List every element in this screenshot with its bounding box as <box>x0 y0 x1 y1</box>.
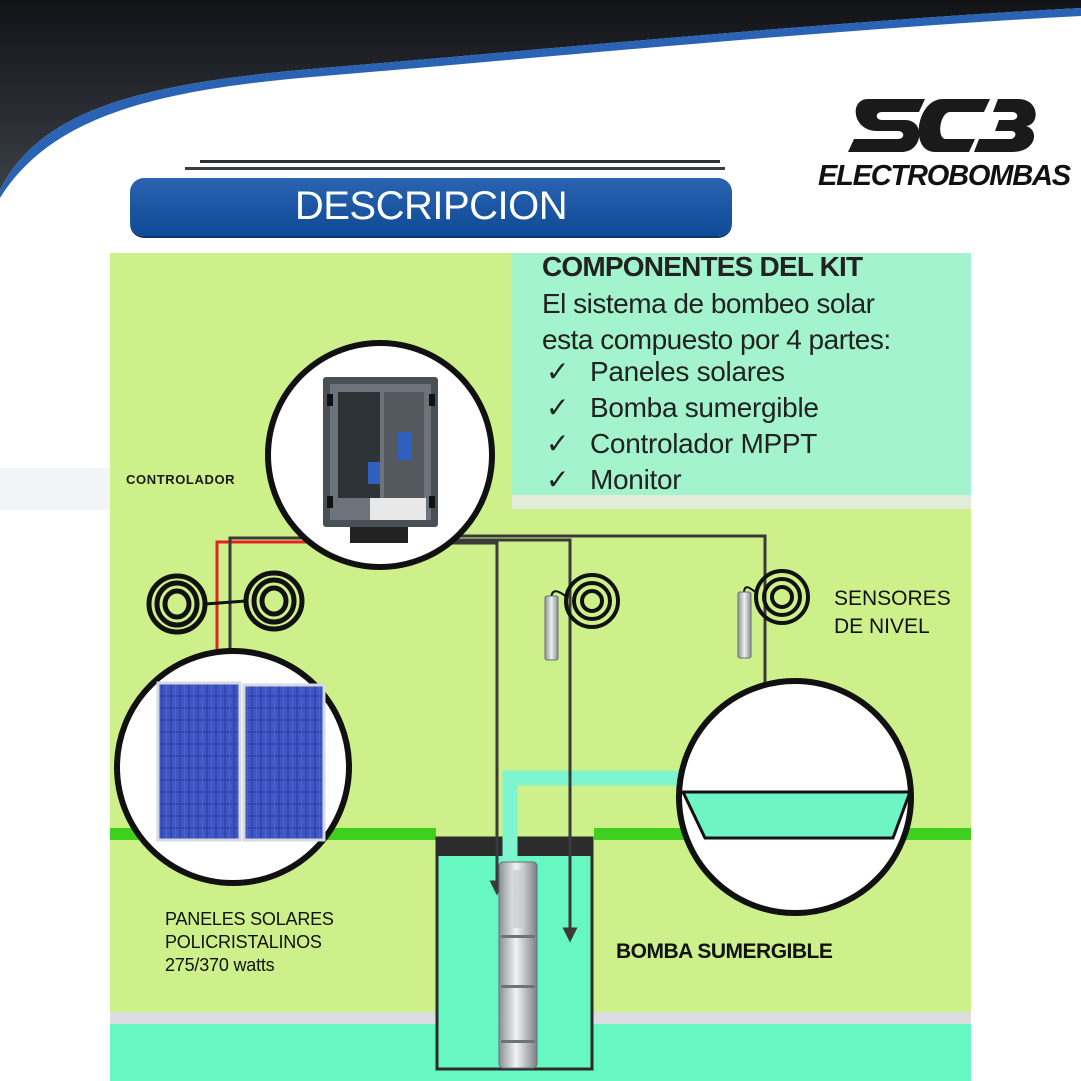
scb-logo-icon <box>848 99 1036 152</box>
label-paneles: PANELES SOLARES POLICRISTALINOS 275/370 … <box>165 908 334 977</box>
description-bar <box>130 178 732 236</box>
submersible-pump <box>498 861 538 1069</box>
kit-item: ✓ Paneles solares <box>546 354 819 390</box>
sensor-coil-2 <box>754 569 810 625</box>
kit-panel-box <box>512 253 971 495</box>
kit-description-line-2: esta compuesto por 4 partes: <box>542 324 891 355</box>
level-sensor-1 <box>544 595 559 661</box>
kit-item-label: Bomba sumergible <box>590 392 819 423</box>
delivery-pipe <box>502 770 730 900</box>
kit-component-list: ✓ Paneles solares ✓ Bomba sumergible ✓ Cont… <box>546 354 819 498</box>
sensor-coil-1 <box>564 573 620 629</box>
logo-brand-name: ELECTROBOMBAS <box>818 160 1071 192</box>
label-controlador: CONTROLADOR <box>126 472 236 487</box>
kit-item-label: Monitor <box>590 464 682 495</box>
check-icon: ✓ <box>546 392 570 423</box>
kit-panel-shadow <box>512 495 971 509</box>
kit-description: El sistema de bombeo solar esta compuest… <box>542 286 962 358</box>
kit-item: ✓ Monitor <box>546 462 819 498</box>
kit-item: ✓ Bomba sumergible <box>546 390 819 426</box>
kit-item-label: Paneles solares <box>590 356 785 387</box>
check-icon: ✓ <box>546 464 570 495</box>
label-sensores-line-2: DE NIVEL <box>834 615 930 638</box>
label-bomba: BOMBA SUMERGIBLE <box>616 940 833 963</box>
header-banner <box>0 0 1081 198</box>
kit-description-line-1: El sistema de bombeo solar <box>542 288 875 319</box>
side-strip <box>0 468 110 510</box>
description-title: DESCRIPCION <box>294 184 568 228</box>
level-sensor-2 <box>737 591 752 659</box>
label-sensores-line-1: SENSORES <box>834 587 951 610</box>
solar-panels-circle <box>114 648 352 886</box>
label-sensores: SENSORES DE NIVEL <box>834 585 951 641</box>
label-paneles-line-2: POLICRISTALINOS <box>165 932 322 952</box>
tank-circle <box>676 678 914 916</box>
coil-connector <box>204 599 247 606</box>
check-icon: ✓ <box>546 356 570 387</box>
label-paneles-line-3: 275/370 watts <box>165 955 275 975</box>
kit-item: ✓ Controlador MPPT <box>546 426 819 462</box>
kit-title: COMPONENTES DEL KIT <box>542 251 863 282</box>
check-icon: ✓ <box>546 428 570 459</box>
label-paneles-line-1: PANELES SOLARES <box>165 909 334 929</box>
kit-item-label: Controlador MPPT <box>590 428 818 459</box>
controller-circle <box>265 340 495 570</box>
